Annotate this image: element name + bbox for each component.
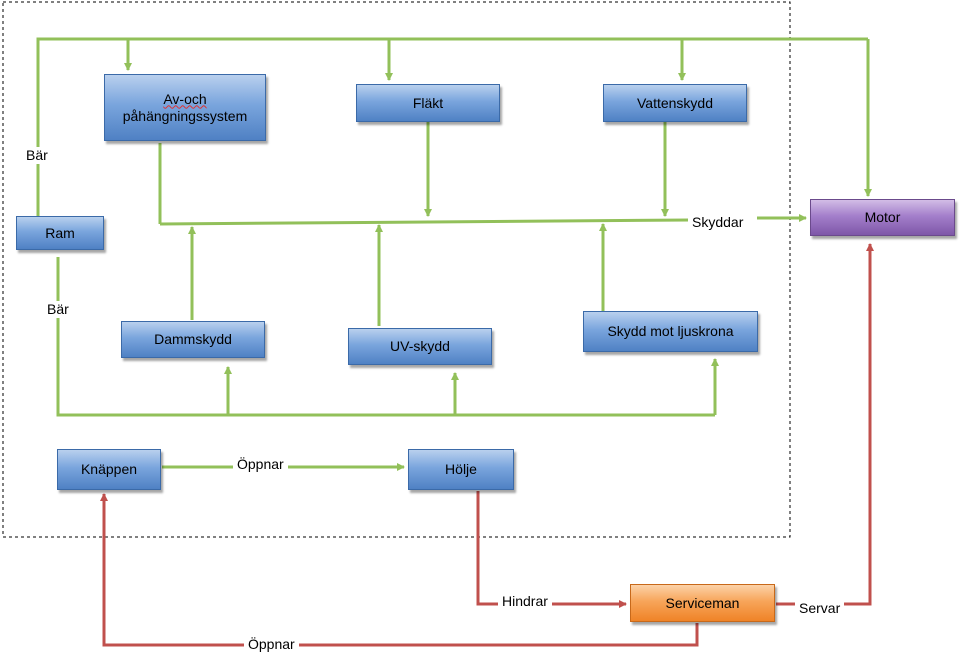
edge-holje-to-serviceman xyxy=(476,491,627,608)
node-uv-skydd: UV-skydd xyxy=(348,328,492,365)
edge-label-servar: Servar xyxy=(795,600,845,617)
system-boundary xyxy=(2,1,791,538)
node-knappen-label: Knäppen xyxy=(80,461,138,477)
node-ram: Ram xyxy=(16,216,104,250)
edge-label-hindrar: Hindrar xyxy=(498,593,552,610)
node-flakt: Fläkt xyxy=(356,84,500,122)
node-serviceman-label: Serviceman xyxy=(665,594,740,611)
node-dammskydd: Dammskydd xyxy=(121,321,265,358)
node-av-och-label-line2: påhängningssystem xyxy=(122,107,248,124)
node-serviceman: Serviceman xyxy=(630,584,775,622)
node-holje-label: Hölje xyxy=(445,461,477,477)
node-skydd-mot-ljuskrona-label: Skydd mot ljuskrona xyxy=(607,323,734,339)
node-vattenskydd-label: Vattenskydd xyxy=(636,94,713,111)
edge-label-oppnar-green: Öppnar xyxy=(233,456,288,473)
edge-label-skyddar: Skyddar xyxy=(688,214,748,231)
node-flakt-label: Fläkt xyxy=(412,94,444,111)
edge-label-oppnar-red: Öppnar xyxy=(244,636,299,653)
node-knappen: Knäppen xyxy=(57,449,161,490)
node-holje: Hölje xyxy=(408,449,514,490)
node-motor-label: Motor xyxy=(864,209,901,225)
node-dammskydd-label: Dammskydd xyxy=(154,331,232,347)
edge-label-bar-bottom: Bär xyxy=(43,301,73,318)
node-ram-label: Ram xyxy=(45,224,75,241)
node-uv-skydd-label: UV-skydd xyxy=(390,338,450,354)
node-skydd-mot-ljuskrona: Skydd mot ljuskrona xyxy=(583,311,758,352)
edge-protect-line xyxy=(159,218,691,226)
node-motor: Motor xyxy=(810,199,955,236)
edge-serviceman-to-knappen xyxy=(100,493,699,647)
edge-label-bar-top: Bär xyxy=(22,147,52,164)
node-av-och-label-line1: Av-och xyxy=(163,90,207,107)
node-vattenskydd: Vattenskydd xyxy=(603,84,747,122)
